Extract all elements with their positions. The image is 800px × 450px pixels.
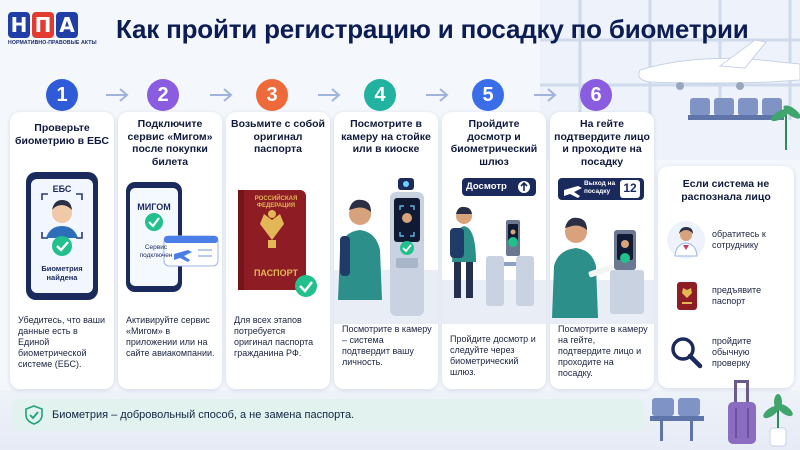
step-5-card: Пройдите досмотр и биометрический шлюз Д… — [442, 112, 546, 389]
face-scan-icon — [41, 193, 83, 239]
step-3-description: Для всех этапов потребуется оригинал пас… — [234, 315, 314, 358]
security-gate-illustration — [442, 178, 546, 324]
phone-ebs-title: ЕБС — [52, 184, 72, 194]
step-6-card: На гейте подтвердите лицо и проходите на… — [550, 112, 654, 389]
fallback-item-passport: предъявите паспорт — [666, 274, 788, 318]
phone-migom-caption: Сервис подключен — [139, 244, 173, 259]
step-6-description: Посмотрите в камеру на гейте, подтвердит… — [558, 324, 648, 378]
boarding-pass-icon — [163, 235, 219, 267]
plant-icon — [771, 105, 800, 150]
fallback-panel: Если система не распознала лицо обратите… — [658, 166, 794, 388]
arrow-right-icon — [426, 88, 449, 102]
logo-letter-a: А — [56, 12, 78, 38]
step-3-number: 3 — [256, 79, 288, 111]
step-4-heading: Посмотрите в камеру на стойке или в киос… — [341, 118, 431, 155]
step-5-description: Пройдите досмотр и следуйте через биомет… — [450, 334, 536, 377]
fallback-item-staff: обратитесь к сотруднику — [666, 218, 788, 262]
kiosk-camera-illustration — [334, 178, 438, 324]
biometric-gate-icon — [486, 220, 534, 306]
gate-scanner-icon — [610, 230, 644, 314]
logo-subtitle: НОРМАТИВНО-ПРАВОВЫЕ АКТЫ — [8, 40, 97, 46]
logo-letter-n: Н — [8, 12, 30, 38]
step-5-heading: Пройдите досмотр и биометрический шлюз — [450, 118, 538, 168]
fallback-item-check: пройдите обычную проверку — [666, 330, 788, 374]
ebs-phone-illustration — [26, 172, 98, 300]
disclaimer-text: Биометрия – добровольный способ, а не за… — [52, 409, 355, 421]
page-title: Как пройти регистрацию и посадку по биом… — [116, 14, 749, 44]
security-sign: Досмотр — [466, 181, 507, 192]
airplane-icon — [638, 39, 800, 90]
phone-migom-title: МИГОМ — [137, 202, 171, 212]
boarding-sign: Выход на посадку — [584, 180, 616, 195]
shield-check-icon — [25, 405, 43, 425]
plane-icon — [564, 186, 582, 198]
fallback-item-passport-text: предъявите паспорт — [712, 285, 762, 306]
coat-of-arms-icon — [260, 210, 284, 248]
step-6-number: 6 — [580, 79, 612, 111]
fallback-item-staff-text: обратитесь к сотруднику — [712, 229, 766, 250]
step-1-heading: Проверьте биометрию в ЕБС — [15, 122, 109, 147]
check-icon — [52, 236, 72, 256]
step-3-card: Возьмите с собой оригинал паспорта РОССИ… — [226, 112, 330, 389]
traveler-icon — [552, 217, 615, 318]
traveler-back-icon — [450, 206, 476, 298]
gate-number: 12 — [623, 181, 637, 195]
check-icon — [400, 241, 414, 255]
arrow-right-icon — [106, 88, 129, 102]
disclaimer-banner: Биометрия – добровольный способ, а не за… — [12, 399, 644, 431]
step-1-description: Убедитесь, что ваши данные есть в Единой… — [18, 315, 106, 369]
magnifier-icon — [671, 337, 703, 369]
step-6-heading: На гейте подтвердите лицо и проходите на… — [554, 118, 650, 168]
passport-icon — [677, 282, 697, 310]
suitcase-icon — [728, 380, 756, 444]
step-2-number: 2 — [147, 79, 179, 111]
step-5-number: 5 — [472, 79, 504, 111]
plant-icon — [763, 394, 793, 447]
boarding-gate-illustration — [550, 178, 654, 324]
step-1-card: Проверьте биометрию в ЕБС ЕБС Биометрия … — [10, 112, 114, 389]
step-4-description: Посмотрите в камеру – система подтвердит… — [342, 324, 432, 367]
staff-icon — [667, 221, 705, 259]
arrow-right-icon — [210, 88, 233, 102]
waiting-chairs-icon — [688, 98, 784, 120]
passport-country: РОССИЙСКАЯ ФЕДЕРАЦИЯ — [254, 196, 298, 209]
step-4-card: Посмотрите в камеру на стойке или в киос… — [334, 112, 438, 389]
check-icon — [508, 237, 518, 247]
logo: Н П А НОРМАТИВНО-ПРАВОВЫЕ АКТЫ — [8, 12, 100, 50]
passport-illustration — [238, 190, 317, 297]
fallback-item-check-text: пройдите обычную проверку — [712, 335, 752, 368]
check-icon — [295, 275, 317, 297]
check-icon — [620, 253, 630, 263]
check-icon — [145, 213, 163, 231]
logo-letter-p: П — [32, 12, 54, 38]
passport-label: ПАСПОРТ — [253, 268, 299, 278]
step-3-heading: Возьмите с собой оригинал паспорта — [230, 118, 326, 155]
phone-ebs-caption: Биометрия найдена — [41, 264, 83, 282]
luggage-chairs-decoration — [650, 380, 793, 447]
traveler-icon — [338, 199, 382, 300]
step-4-number: 4 — [364, 79, 396, 111]
step-2-description: Активируйте сервис «Мигом» в приложении … — [126, 315, 215, 358]
migom-phone-illustration — [126, 182, 219, 292]
step-1-number: 1 — [46, 79, 78, 111]
step-2-heading: Подключите сервис «Мигом» после покупки … — [127, 118, 213, 168]
fallback-title: Если система не распознала лицо — [681, 178, 771, 203]
step-2-card: Подключите сервис «Мигом» после покупки … — [118, 112, 222, 389]
arrow-right-icon — [318, 88, 341, 102]
chairs-icon — [650, 398, 704, 441]
arrow-right-icon — [534, 88, 557, 102]
